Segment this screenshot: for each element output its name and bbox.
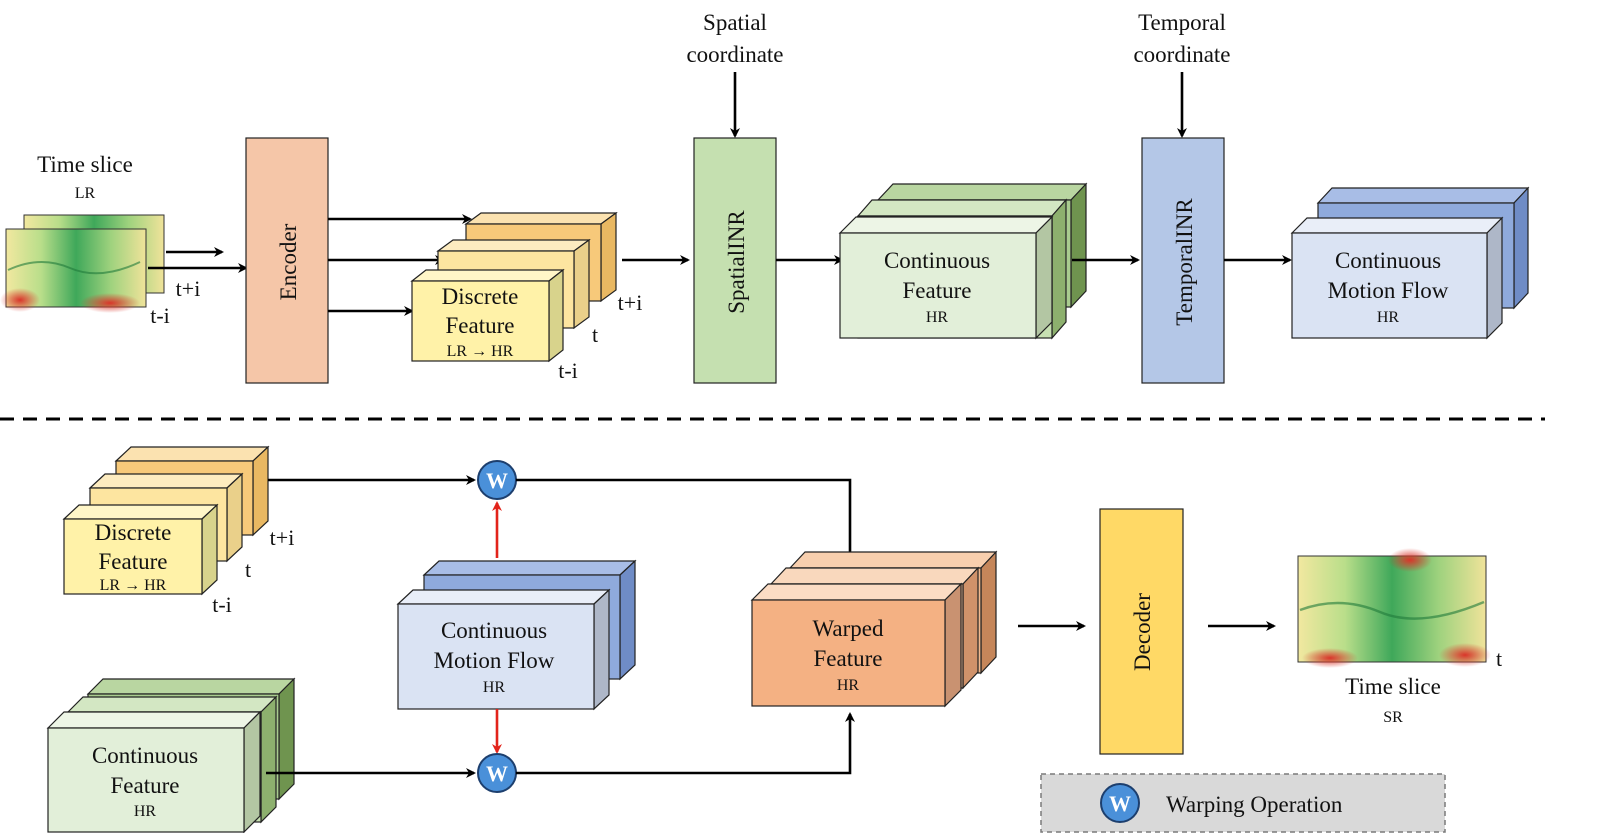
- temporal-inr-label: TemporalINR: [1172, 198, 1197, 326]
- motion-flow-bottom-line2: Motion Flow: [434, 648, 555, 673]
- encoder-label: Encoder: [276, 223, 301, 300]
- motion-flow-top-line1: Continuous: [1335, 248, 1441, 273]
- input-time-slice: Time slice LR t+i t-i: [0, 152, 200, 328]
- motion-flow-top-line2: Motion Flow: [1328, 278, 1449, 303]
- legend: W Warping Operation: [1040, 773, 1446, 833]
- input-frame-minus: t-i: [150, 303, 170, 328]
- warp-symbol-bottom: W: [486, 761, 508, 786]
- discrete-bottom-sub: LR → HR: [100, 577, 167, 594]
- motion-flow-top: Continuous Motion Flow HR: [1290, 186, 1530, 340]
- input-sub: LR: [75, 185, 96, 202]
- legend-label: Warping Operation: [1166, 792, 1343, 817]
- output-title: Time slice: [1345, 674, 1441, 699]
- motion-flow-top-sub: HR: [1377, 309, 1400, 326]
- warp-operation-top: W: [477, 460, 517, 500]
- input-title: Time slice: [37, 152, 133, 177]
- legend-symbol: W: [1109, 791, 1131, 816]
- warped-feature: Warped Feature HR: [750, 550, 998, 708]
- output-time-slice: t Time slice SR: [1297, 548, 1502, 726]
- temporal-coord-line1: Temporal: [1138, 10, 1226, 35]
- cont-feature-top-line1: Continuous: [884, 248, 990, 273]
- warped-line2: Feature: [814, 646, 883, 671]
- motion-flow-bottom: Continuous Motion Flow HR: [396, 559, 637, 711]
- discrete-top-line2: Feature: [446, 313, 515, 338]
- warped-line1: Warped: [813, 616, 884, 641]
- temporal-inr-block: TemporalINR: [1141, 137, 1225, 384]
- cont-feature-bottom-sub: HR: [134, 803, 157, 820]
- discrete-top-frame-t: t: [592, 322, 598, 347]
- encoder-block: Encoder: [245, 137, 329, 384]
- continuous-feature-top: Continuous Feature HR: [838, 182, 1088, 340]
- spatial-coord-line1: Spatial: [703, 10, 767, 35]
- cont-feature-bottom-line1: Continuous: [92, 743, 198, 768]
- warp-symbol-top: W: [486, 468, 508, 493]
- spatial-inr-label: SpatialINR: [724, 210, 749, 314]
- spatial-inr-block: SpatialINR: [693, 137, 777, 384]
- continuous-feature-bottom: Continuous Feature HR: [46, 677, 296, 833]
- motion-flow-bottom-line1: Continuous: [441, 618, 547, 643]
- warp-operation-bottom: W: [477, 753, 517, 793]
- legend-warp-icon: [1100, 783, 1140, 823]
- discrete-top-line1: Discrete: [442, 284, 519, 309]
- decoder-label: Decoder: [1130, 593, 1155, 671]
- output-frame-t: t: [1496, 646, 1502, 671]
- discrete-feature-bottom: Discrete Feature LR → HR t+i t t-i: [62, 445, 295, 617]
- cont-feature-bottom-line2: Feature: [111, 773, 180, 798]
- discrete-feature-top: Discrete Feature LR → HR t+i t t-i: [410, 211, 643, 383]
- discrete-bottom-frame-minus: t-i: [212, 592, 232, 617]
- input-frame-plus: t+i: [176, 276, 201, 301]
- discrete-top-sub: LR → HR: [447, 343, 514, 360]
- cont-feature-top-line2: Feature: [903, 278, 972, 303]
- decoder-block: Decoder: [1099, 508, 1184, 755]
- spatial-coord-line2: coordinate: [686, 42, 783, 67]
- discrete-bottom-line1: Discrete: [95, 520, 172, 545]
- warped-sub: HR: [837, 677, 860, 694]
- temporal-coord-line2: coordinate: [1133, 42, 1230, 67]
- cont-feature-top-sub: HR: [926, 309, 949, 326]
- discrete-top-frame-plus: t+i: [618, 290, 643, 315]
- discrete-bottom-frame-plus: t+i: [270, 525, 295, 550]
- discrete-bottom-line2: Feature: [99, 549, 168, 574]
- discrete-bottom-frame-t: t: [245, 557, 251, 582]
- output-sub: SR: [1383, 709, 1403, 726]
- arrow-warp-bottom-to-warped: [516, 712, 855, 775]
- discrete-top-frame-minus: t-i: [558, 358, 578, 383]
- motion-flow-bottom-sub: HR: [483, 679, 506, 696]
